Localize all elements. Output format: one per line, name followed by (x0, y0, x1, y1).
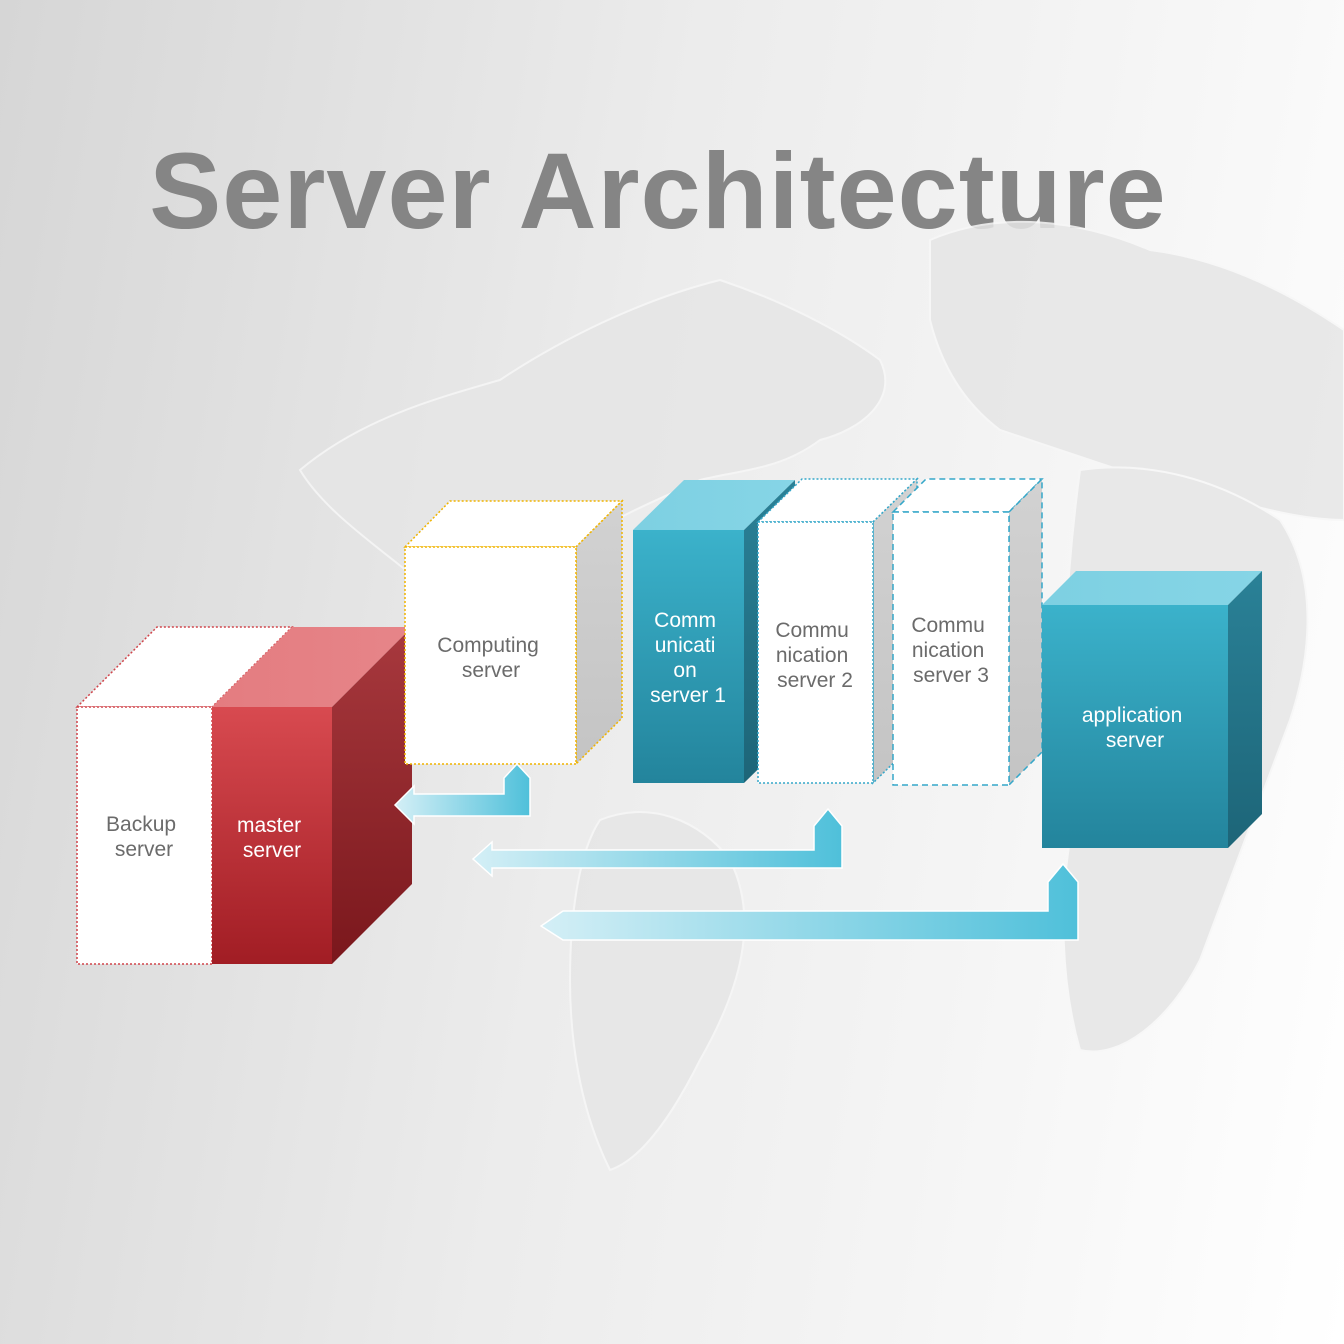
application-server-label: application server (1082, 704, 1188, 752)
application-server-box: application server (1042, 571, 1262, 848)
backup-server-label: Backup server (106, 813, 182, 861)
communication-server-2-label: Commu nication server 2 (775, 619, 854, 692)
communication-server-3-label: Commu nication server 3 (911, 614, 990, 687)
arrow-application-to-master (539, 862, 1079, 941)
communication-server-1-label: Comm unicati on server 1 (650, 609, 726, 707)
backup-server-box: Backup server (75, 626, 294, 965)
communication-server-3-box: Commu nication server 3 (891, 477, 1044, 787)
master-server-label: master server (237, 814, 307, 862)
computing-server-label: Computing server (437, 634, 544, 682)
arrow-communication-to-master (471, 807, 843, 878)
master-server-box: master server (212, 627, 412, 964)
computing-server-box: Computing server (403, 499, 624, 766)
arrow-computing-to-master (393, 762, 531, 826)
